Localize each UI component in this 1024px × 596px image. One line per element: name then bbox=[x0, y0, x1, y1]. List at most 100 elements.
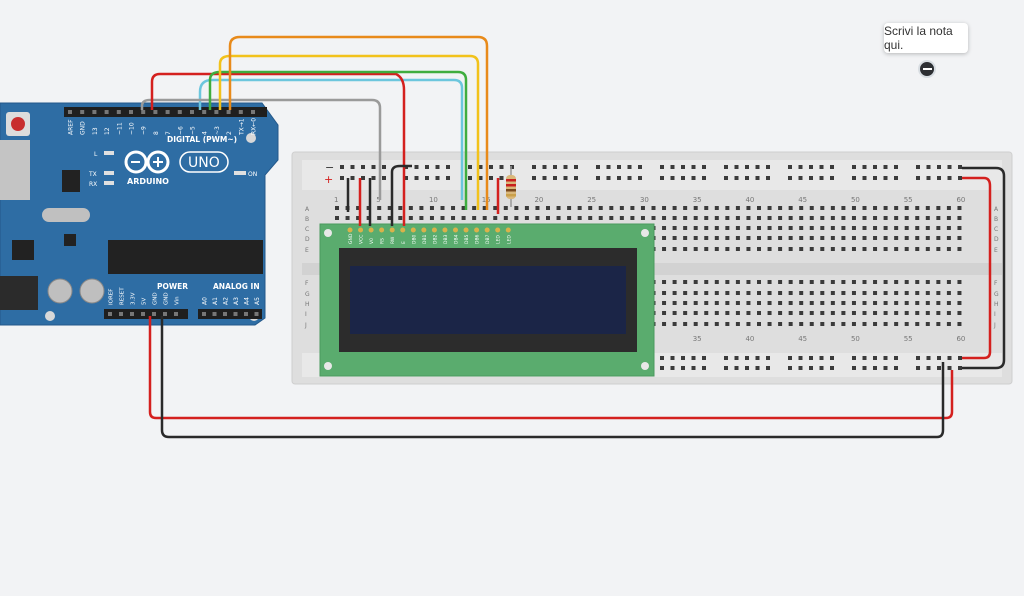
lcd-pin-label: DB4 bbox=[454, 234, 460, 244]
lcd-pin-pad bbox=[347, 227, 353, 233]
digital-pin-label: ~11 bbox=[116, 122, 123, 135]
lcd-pin-label: LED bbox=[506, 235, 512, 244]
on-led-label: ON bbox=[248, 171, 257, 178]
wire-green[interactable] bbox=[208, 70, 468, 210]
power-pin-hole bbox=[130, 312, 134, 316]
wire-black-gnd[interactable] bbox=[160, 316, 945, 439]
digital-pin-label: ~6 bbox=[177, 126, 184, 135]
digital-pin-hole bbox=[202, 110, 207, 114]
power-pin-label: Vin bbox=[175, 296, 181, 305]
column-number-top: 1 bbox=[334, 196, 338, 204]
resistor[interactable] bbox=[506, 166, 516, 207]
row-letter-left: C bbox=[305, 226, 309, 233]
digital-pin-label: 8 bbox=[153, 131, 160, 135]
digital-pin-hole bbox=[165, 110, 170, 114]
wire-black-rail[interactable] bbox=[962, 166, 1006, 370]
column-number-bottom: 40 bbox=[745, 335, 754, 343]
lcd-pin-label: DB6 bbox=[475, 234, 481, 244]
note-bubble[interactable]: Scrivi la nota qui. bbox=[884, 23, 968, 53]
row-letter-left: B bbox=[305, 216, 309, 223]
column-number-top: 5 bbox=[376, 196, 380, 204]
arduino-logo-icon bbox=[124, 150, 170, 174]
digital-pin-hole bbox=[116, 110, 121, 114]
digital-pin-label: 12 bbox=[104, 127, 111, 135]
digital-pin-hole bbox=[153, 110, 158, 114]
l-led-label: L bbox=[94, 151, 98, 158]
wire-cyan[interactable] bbox=[198, 78, 464, 200]
column-number-top: 60 bbox=[956, 196, 965, 204]
column-number-top: 25 bbox=[587, 196, 596, 204]
power-pin-hole bbox=[141, 312, 145, 316]
power-pin-hole bbox=[163, 312, 167, 316]
column-number-top: 10 bbox=[429, 196, 438, 204]
analog-pin-label: A4 bbox=[244, 297, 251, 305]
digital-pin-label: ~9 bbox=[141, 126, 148, 135]
digital-pin-hole bbox=[214, 110, 219, 114]
digital-pin-hole bbox=[177, 110, 182, 114]
analog-pin-hole bbox=[233, 312, 238, 316]
plus-rail-label: + bbox=[324, 173, 333, 186]
minus-rail-label: − bbox=[325, 161, 334, 174]
analog-pin-label: A5 bbox=[254, 297, 261, 305]
power-pin-label: 3.3V bbox=[131, 292, 137, 305]
analog-pin-hole bbox=[254, 312, 259, 316]
lcd-pin-pad bbox=[474, 227, 480, 233]
row-letter-left: D bbox=[305, 236, 310, 243]
power-pin-hole bbox=[119, 312, 123, 316]
analog-pin-label: A2 bbox=[223, 297, 230, 305]
analog-pin-hole bbox=[212, 312, 217, 316]
lcd-pin-label: VCC bbox=[359, 235, 365, 244]
wire-black-rw[interactable] bbox=[390, 164, 412, 226]
row-letter-right: D bbox=[994, 236, 999, 243]
row-letter-right: C bbox=[994, 226, 998, 233]
digital-pin-hole bbox=[141, 110, 146, 114]
lcd-pin-label: V0 bbox=[369, 238, 375, 244]
lcd-pin-pad bbox=[484, 227, 490, 233]
wire-red-rail[interactable] bbox=[962, 176, 992, 360]
lcd-pin-pad bbox=[442, 227, 448, 233]
column-number-bottom: 50 bbox=[851, 335, 860, 343]
wire-gray[interactable] bbox=[140, 98, 382, 200]
digital-pin-label: 2 bbox=[226, 131, 233, 135]
digital-pin-label: ~3 bbox=[214, 126, 221, 135]
lcd-pin-label: RS bbox=[380, 238, 386, 244]
row-letter-left: J bbox=[304, 322, 307, 329]
digital-pin-label: AREF bbox=[68, 119, 75, 135]
wires[interactable] bbox=[140, 35, 1006, 439]
tx-led-label: TX bbox=[88, 171, 97, 178]
digital-pin-label: GND bbox=[80, 121, 87, 135]
wire-red-signal[interactable] bbox=[150, 72, 406, 226]
wire-yellow[interactable] bbox=[218, 54, 480, 210]
row-letter-right: A bbox=[994, 206, 999, 213]
digital-pin-hole bbox=[226, 110, 231, 114]
usb-port bbox=[0, 140, 30, 200]
row-letter-left: A bbox=[305, 206, 310, 213]
analog-pin-hole bbox=[202, 312, 206, 316]
column-number-top: 35 bbox=[693, 196, 702, 204]
analog-pin-hole bbox=[244, 312, 248, 316]
row-letter-right: G bbox=[994, 291, 999, 298]
row-letter-right: E bbox=[994, 247, 998, 254]
row-letter-right: H bbox=[994, 301, 999, 308]
lcd-pin-label: GND bbox=[348, 233, 354, 244]
lcd-pin-pad bbox=[495, 227, 501, 233]
digital-header bbox=[64, 107, 267, 117]
wire-orange[interactable] bbox=[228, 35, 489, 210]
row-letter-right: J bbox=[993, 322, 996, 329]
digital-pin-label: 7 bbox=[165, 131, 172, 135]
lcd-pin-label: DB5 bbox=[464, 234, 470, 244]
power-pin-label: 5V bbox=[142, 298, 148, 305]
lcd-pin-label: DB2 bbox=[432, 234, 438, 244]
row-letter-right: I bbox=[994, 311, 996, 318]
note-delete-icon[interactable] bbox=[918, 60, 936, 78]
digital-pin-hole bbox=[129, 110, 133, 114]
wire-red-5v[interactable] bbox=[148, 316, 954, 420]
digital-pin-label: RX←0 bbox=[251, 118, 258, 135]
lcd-pin-pad bbox=[431, 227, 437, 233]
digital-pin-hole bbox=[68, 110, 72, 114]
